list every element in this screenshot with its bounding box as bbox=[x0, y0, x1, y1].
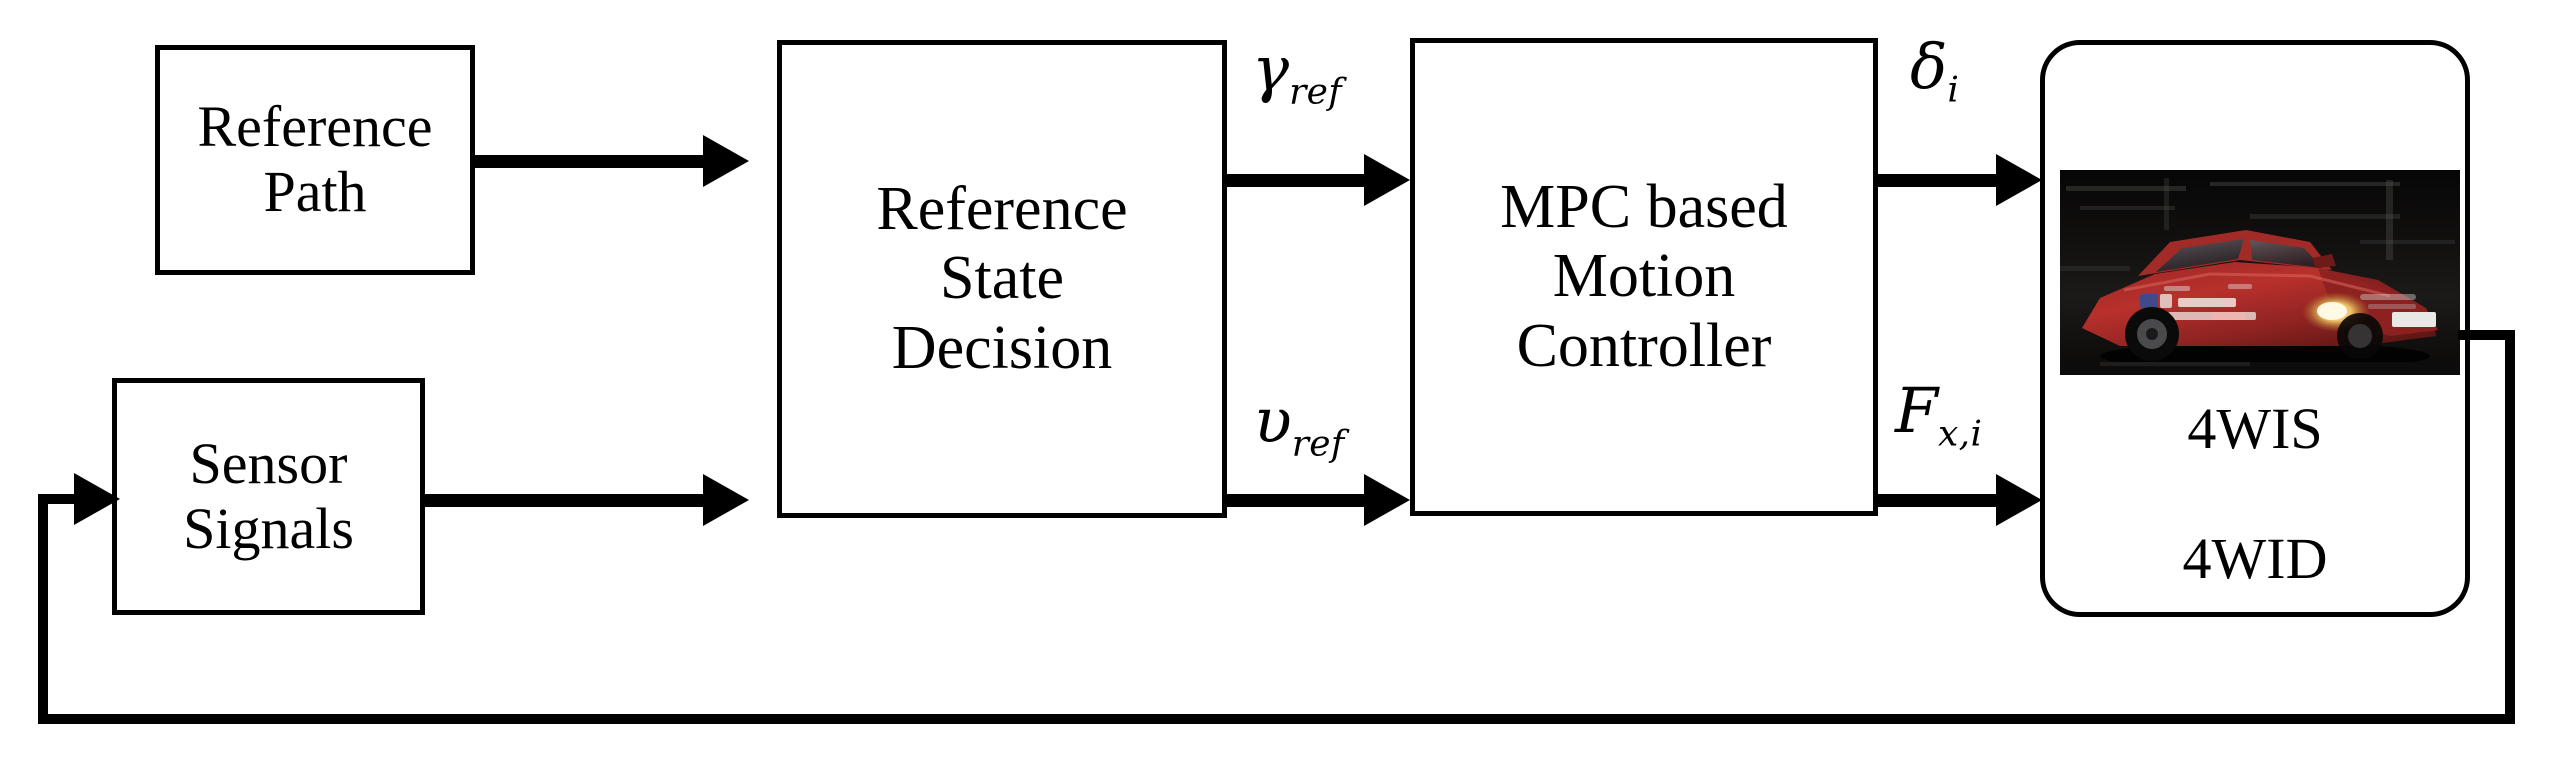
vehicle-label-group: 4WIS 4WID bbox=[2045, 396, 2465, 592]
block-mpc-based-motion-controller[interactable]: MPC based Motion Controller bbox=[1410, 38, 1878, 516]
feedback-segment-left-vertical bbox=[38, 494, 48, 722]
vehicle-photo bbox=[2060, 170, 2460, 375]
block-reference-path[interactable]: Reference Path bbox=[155, 45, 475, 275]
signal-symbol-v: υ bbox=[1254, 384, 1292, 457]
signal-label-delta-i: δi bbox=[1910, 36, 1959, 108]
block-reference-path-line-1: Reference bbox=[197, 94, 433, 160]
signal-label-v-ref: υref bbox=[1254, 390, 1345, 462]
connector-mpc-to-vehicle-delta-line bbox=[1878, 174, 1996, 187]
feedback-segment-right-vertical bbox=[2505, 330, 2515, 722]
block-mpc-line-1: MPC based bbox=[1500, 172, 1788, 241]
signal-subscript-gamma-ref: ref bbox=[1289, 71, 1342, 113]
block-reference-state-decision[interactable]: Reference State Decision bbox=[777, 40, 1227, 518]
signal-subscript-fx-i: x,i bbox=[1938, 413, 1983, 455]
feedback-segment-bottom-horizontal bbox=[38, 714, 2515, 724]
connector-reference-path-to-rsd-line bbox=[475, 155, 703, 168]
connector-rsd-to-mpc-gamma-arrowhead bbox=[1364, 154, 1410, 206]
connector-rsd-to-mpc-v-line bbox=[1227, 494, 1364, 507]
signal-symbol-f: F bbox=[1895, 374, 1939, 447]
block-reference-state-decision-line-2: State bbox=[940, 244, 1064, 313]
connector-reference-path-to-rsd-arrowhead bbox=[703, 135, 749, 187]
connector-sensor-signals-to-rsd-arrowhead bbox=[703, 474, 749, 526]
connector-mpc-to-vehicle-force-arrowhead bbox=[1996, 474, 2042, 526]
block-sensor-signals[interactable]: Sensor Signals bbox=[112, 378, 425, 615]
feedback-arrowhead-into-sensor-signals bbox=[74, 473, 120, 525]
block-vehicle-line-2: 4WID bbox=[2182, 525, 2328, 591]
signal-symbol-delta: δ bbox=[1910, 30, 1948, 103]
feedback-segment-vehicle-right bbox=[2458, 330, 2515, 340]
signal-label-gamma-ref: γref bbox=[1252, 38, 1342, 110]
block-mpc-line-2: Motion bbox=[1552, 242, 1736, 311]
signal-subscript-delta-i: i bbox=[1947, 69, 1960, 111]
block-reference-state-decision-line-1: Reference bbox=[876, 174, 1128, 243]
block-mpc-line-3: Controller bbox=[1516, 311, 1772, 380]
block-sensor-signals-line-1: Sensor bbox=[189, 430, 348, 496]
block-reference-path-line-2: Path bbox=[263, 159, 367, 224]
connector-sensor-signals-to-rsd-line bbox=[425, 494, 703, 507]
block-vehicle-plant[interactable]: 4WIS 4WID bbox=[2040, 40, 2470, 617]
block-sensor-signals-line-2: Signals bbox=[183, 495, 354, 561]
connector-mpc-to-vehicle-force-line bbox=[1878, 494, 1996, 507]
connector-rsd-to-mpc-v-arrowhead bbox=[1364, 474, 1410, 526]
connector-mpc-to-vehicle-delta-arrowhead bbox=[1996, 154, 2042, 206]
feedback-segment-into-sensor-signals bbox=[38, 494, 74, 504]
block-reference-state-decision-line-3: Decision bbox=[891, 313, 1113, 382]
signal-symbol-gamma: γ bbox=[1252, 32, 1290, 105]
signal-label-fx-i: Fx,i bbox=[1895, 380, 1982, 452]
signal-subscript-v-ref: ref bbox=[1291, 423, 1345, 465]
block-vehicle-line-1: 4WIS bbox=[2187, 396, 2323, 461]
connector-rsd-to-mpc-gamma-line bbox=[1227, 174, 1364, 187]
